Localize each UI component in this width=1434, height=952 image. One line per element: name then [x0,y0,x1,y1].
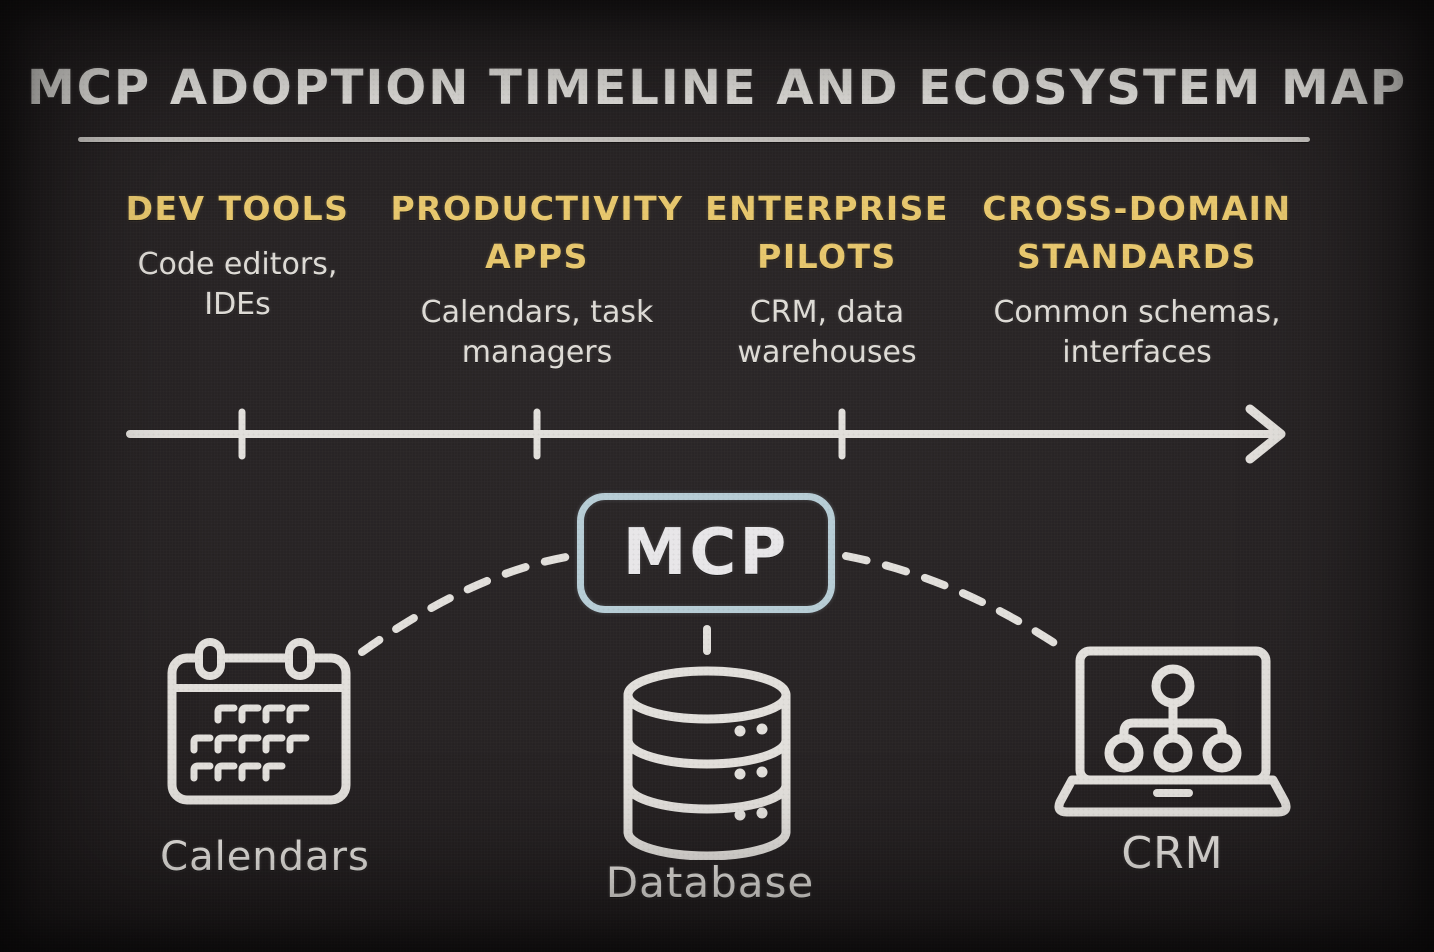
database-label: Database [605,858,815,907]
stage-description: Calendars, task managers [420,294,654,371]
database-icon [623,666,791,860]
title-underline [78,137,1310,142]
stage-enterprise-pilots: ENTERPRISE PILOTS CRM, data warehouses [702,185,952,374]
stage-cross-domain-standards: CROSS-DOMAIN STANDARDS Common schemas, i… [972,185,1302,374]
stage-heading: PRODUCTIVITY APPS [390,189,684,276]
stage-productivity-apps: PRODUCTIVITY APPS Calendars, task manage… [387,185,687,374]
stage-heading: DEV TOOLS [125,189,350,228]
stage-description: Common schemas, interfaces [993,294,1281,371]
stage-heading: ENTERPRISE PILOTS [705,189,949,276]
mcp-hub-label: MCP [622,516,790,590]
stage-dev-tools: DEV TOOLS Code editors, IDEs [110,185,365,326]
stage-description: Code editors, IDEs [137,246,338,323]
page-title: MCP ADOPTION TIMELINE AND ECOSYSTEM MAP [26,60,1408,116]
crm-label: CRM [1121,828,1224,879]
timeline-arrow [126,404,1286,464]
calendar-icon [167,638,351,805]
stage-heading: CROSS-DOMAIN STANDARDS [982,189,1292,276]
calendars-label: Calendars [160,834,370,880]
connector-dashes [358,552,1066,656]
stage-description: CRM, data warehouses [737,294,917,371]
crm-laptop-icon [1054,646,1291,817]
mcp-hub-box: MCP [577,493,835,613]
